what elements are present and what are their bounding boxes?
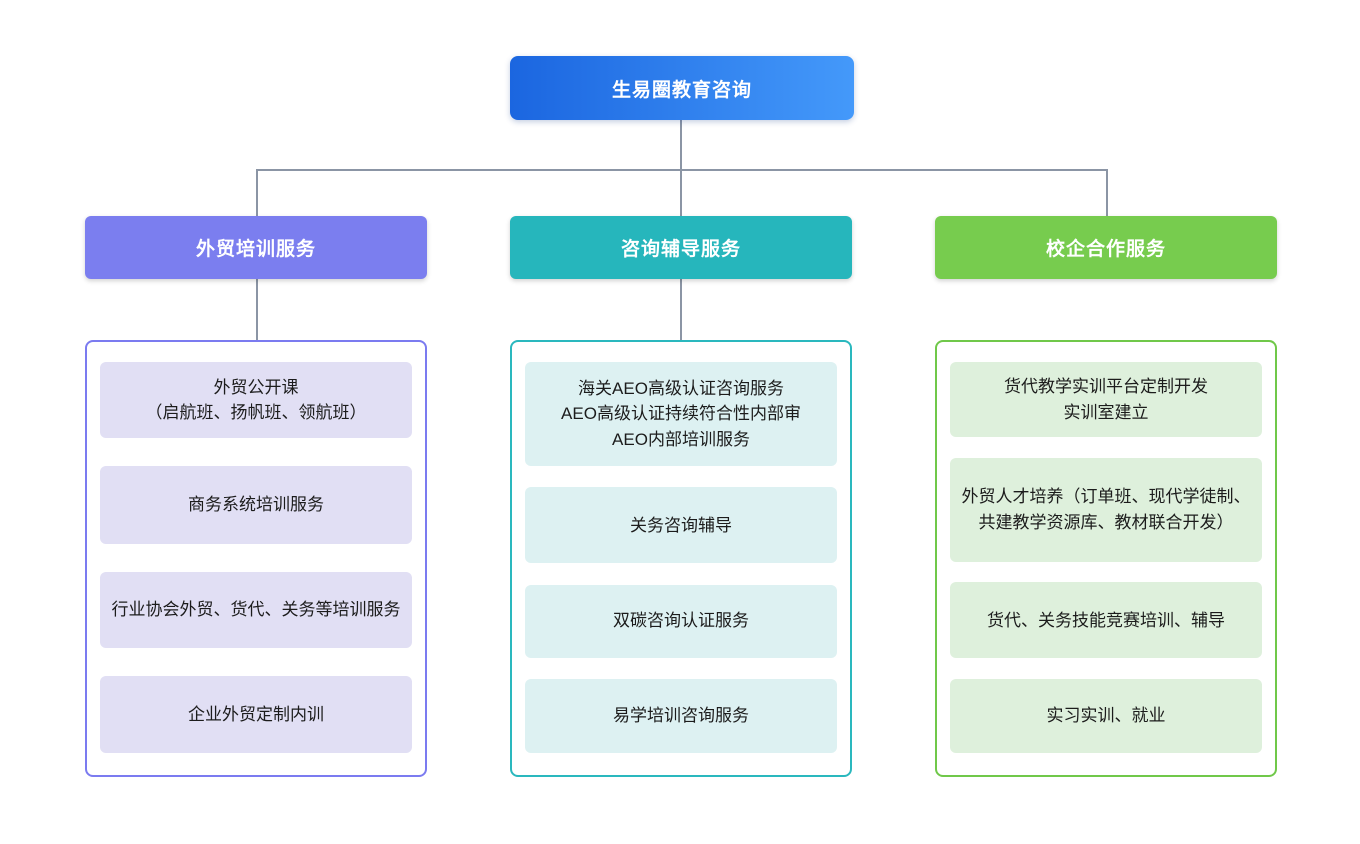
branch-header-label: 外贸培训服务	[195, 239, 316, 260]
branch-header-label: 校企合作服务	[1045, 239, 1166, 260]
branch-item: 外贸公开课 （启航班、扬帆班、领航班）	[100, 362, 412, 438]
branch-item: 海关AEO高级认证咨询服务 AEO高级认证持续符合性内部审 AEO内部培训服务	[525, 362, 837, 466]
connector-drop-branch-3	[1106, 169, 1108, 217]
connector-root-stem	[680, 120, 682, 170]
root-node: 生易圈教育咨询	[510, 56, 854, 120]
branch-item: 货代教学实训平台定制开发 实训室建立	[950, 362, 1262, 437]
branch-item: 商务系统培训服务	[100, 466, 412, 544]
branch-item: 易学培训咨询服务	[525, 678, 837, 753]
connector-drop-branch-1	[256, 169, 258, 217]
branch-header-trade-training: 外贸培训服务	[85, 216, 427, 279]
branch-header-label: 咨询辅导服务	[620, 239, 741, 260]
branch-header-consulting-coaching: 咨询辅导服务	[510, 216, 852, 279]
branch-item: 关务咨询辅导	[525, 487, 837, 564]
connector-stem-branch-1	[256, 279, 258, 340]
branch-item: 企业外贸定制内训	[100, 676, 412, 753]
branch-item: 实习实训、就业	[950, 678, 1262, 753]
root-node-label: 生易圈教育咨询	[611, 79, 752, 101]
branch-header-school-enterprise: 校企合作服务	[935, 216, 1277, 279]
branch-container-trade-training: 外贸公开课 （启航班、扬帆班、领航班） 商务系统培训服务 行业协会外贸、货代、关…	[85, 340, 427, 777]
branch-container-school-enterprise: 货代教学实训平台定制开发 实训室建立 外贸人才培养（订单班、现代学徒制、共建教学…	[935, 340, 1277, 777]
branch-container-consulting-coaching: 海关AEO高级认证咨询服务 AEO高级认证持续符合性内部审 AEO内部培训服务 …	[510, 340, 852, 777]
branch-item: 双碳咨询认证服务	[525, 584, 837, 658]
branch-item: 外贸人才培养（订单班、现代学徒制、共建教学资源库、教材联合开发）	[950, 457, 1262, 562]
connector-stem-branch-2	[680, 279, 682, 340]
connector-drop-branch-2	[680, 169, 682, 217]
branch-item: 行业协会外贸、货代、关务等培训服务	[100, 572, 412, 648]
branch-item: 货代、关务技能竞赛培训、辅导	[950, 582, 1262, 659]
connector-horizontal	[256, 169, 1107, 171]
